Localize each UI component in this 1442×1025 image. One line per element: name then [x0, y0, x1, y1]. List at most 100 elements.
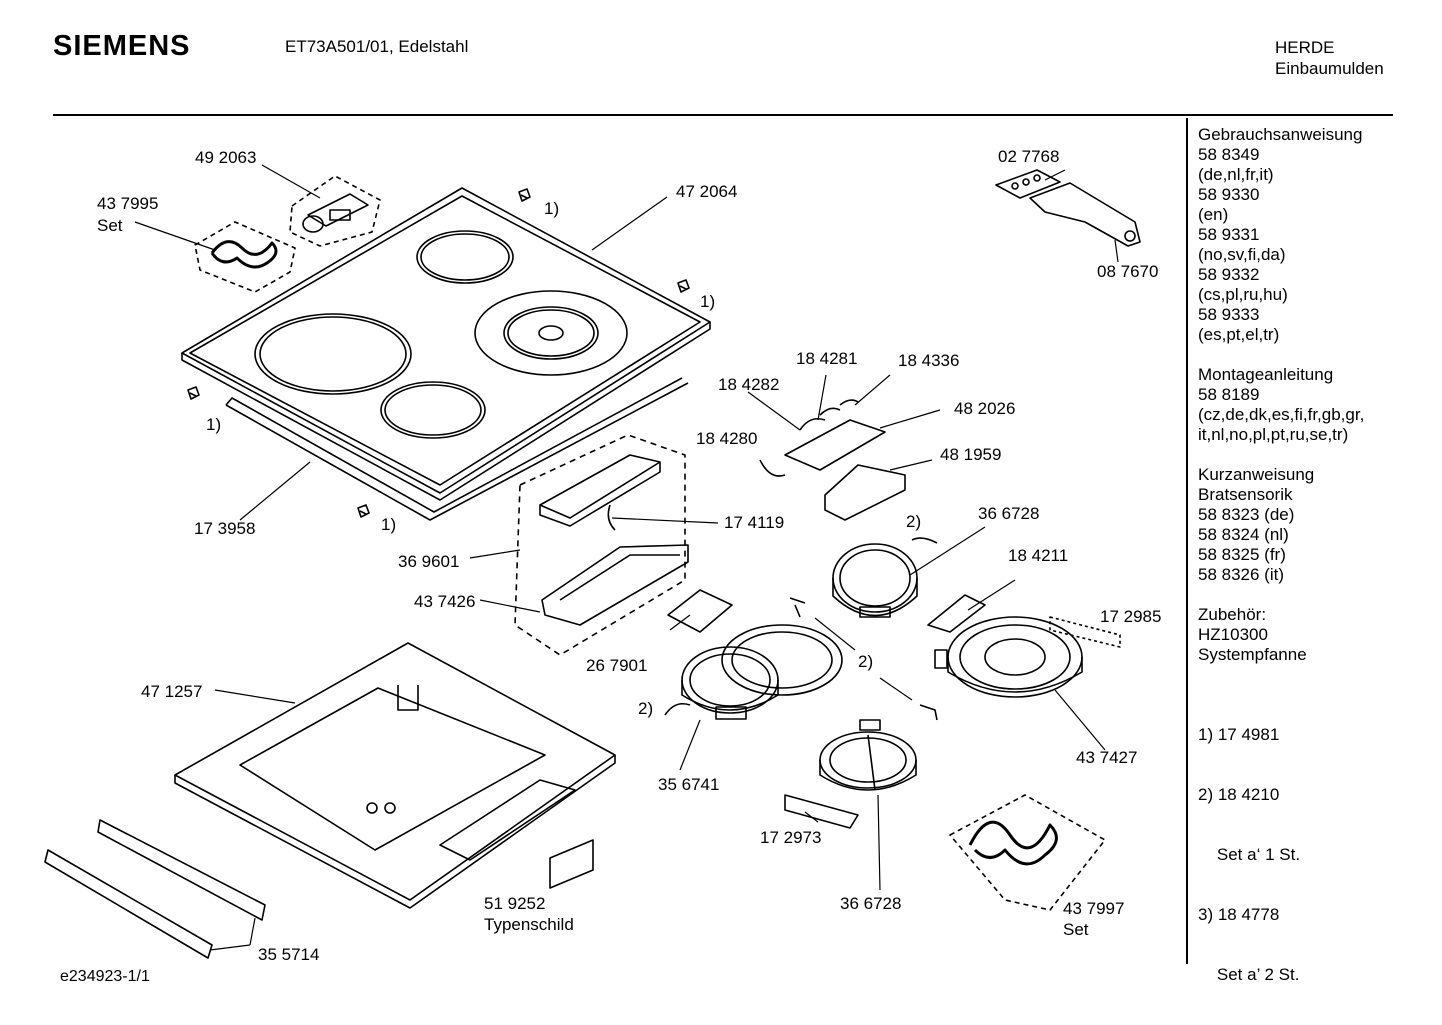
doc-line: Gebrauchsanweisung: [1198, 125, 1363, 144]
category-label: HERDE Einbaumulden: [1275, 37, 1384, 79]
part-label-437997-set: Set: [1063, 920, 1089, 939]
note-label: 2): [906, 512, 921, 531]
part-label-184281: 18 4281: [796, 349, 857, 368]
part-label-174119: 17 4119: [724, 513, 784, 532]
category-line-1: HERDE: [1275, 38, 1335, 57]
wire-set: [949, 794, 1106, 911]
part-label-437427: 43 7427: [1076, 748, 1137, 767]
doc-line: Set a’ 2 St.: [1198, 965, 1300, 984]
part-label-472064: 47 2064: [676, 182, 737, 201]
part-label-typenschild: Typenschild: [484, 915, 574, 934]
part-label-172985: 17 2985: [1100, 607, 1161, 626]
adhesive-strip: [995, 169, 1141, 247]
regulator-icon: [934, 649, 948, 669]
part-label-437995: 43 7995: [97, 194, 158, 213]
drawing-id: e234923-1/1: [60, 968, 150, 985]
part-label-482026: 48 2026: [954, 399, 1015, 418]
control-housing: [541, 544, 689, 626]
doc-line: Systempfanne: [1198, 645, 1307, 664]
doc-line: Montageanleitung: [1198, 365, 1334, 384]
doc-line: 58 9332: [1198, 265, 1260, 284]
clip-icon: [919, 704, 938, 721]
heating-element-right: [947, 616, 1083, 698]
note-label: 1): [700, 292, 715, 311]
part-label-172973: 17 2973: [760, 828, 821, 847]
model-title: ET73A501/01, Edelstahl: [285, 37, 469, 56]
doc-line: 58 9330: [1198, 185, 1260, 204]
header-rule: [53, 114, 1393, 116]
heating-element-top: [832, 543, 918, 618]
note-label: 1): [544, 199, 559, 218]
brand-logo: SIEMENS: [53, 30, 191, 62]
mounting-rail: [97, 819, 266, 921]
doc-line: 58 8189: [1198, 385, 1260, 404]
bottom-tray: [174, 642, 616, 909]
terminal-board: [784, 419, 886, 471]
connector-block: [289, 175, 381, 247]
module-bracket: [667, 589, 733, 633]
clip-icon: [677, 279, 690, 293]
heating-element-dual: [681, 624, 843, 720]
doc-line: 58 9333: [1198, 305, 1260, 324]
doc-line: (es,pt,el,tr): [1198, 325, 1280, 344]
part-label-184282: 18 4282: [718, 375, 779, 394]
part-label-492063: 49 2063: [195, 148, 256, 167]
doc-line: 1) 17 4981: [1198, 725, 1280, 744]
part-label-267901: 26 7901: [586, 656, 647, 675]
mounting-rail: [44, 849, 213, 959]
clip-icon: [911, 537, 938, 544]
part-label-356741: 35 6741: [658, 775, 719, 794]
clip-icon: [664, 702, 691, 716]
part-label-366728: 36 6728: [978, 504, 1039, 523]
wire-set: [194, 221, 296, 293]
doc-line: (en): [1198, 205, 1229, 224]
control-board: [539, 454, 661, 527]
doc-group-accessories: Zubehör: HZ10300 Systempfanne: [1198, 605, 1364, 665]
doc-line: 58 8323 (de): [1198, 505, 1295, 524]
part-label-366728: 36 6728: [840, 894, 901, 913]
clip-icon: [518, 188, 531, 202]
exploded-diagram: 49 2063 43 7995 Set 47 2064 1) 1) 1) 1) …: [44, 147, 1161, 964]
sensor-clip: [927, 594, 986, 633]
bracket-172973: [784, 794, 859, 829]
sensor-wires: [799, 399, 859, 431]
doc-line: 2) 18 4210: [1198, 785, 1280, 804]
bracket-172985: [1049, 616, 1121, 648]
wire-lead: [607, 504, 616, 531]
wire-lead: [759, 459, 786, 477]
doc-line: 58 8349: [1198, 145, 1260, 164]
part-label-087670: 08 7670: [1097, 262, 1158, 281]
doc-line: HZ10300: [1198, 625, 1268, 644]
part-label-173958: 17 3958: [194, 519, 255, 538]
doc-line: Kurzanweisung: [1198, 465, 1315, 484]
part-label-437997: 43 7997: [1063, 899, 1124, 918]
doc-group-short: Kurzanweisung Bratsensorik 58 8323 (de) …: [1198, 465, 1364, 585]
heating-element-bottom: [819, 719, 917, 791]
doc-line: Bratsensorik: [1198, 485, 1293, 504]
doc-line: 58 8324 (nl): [1198, 525, 1289, 544]
cooktop-glass: [181, 187, 711, 501]
note-label: 1): [206, 415, 221, 434]
type-plate: [549, 839, 594, 889]
clip-icon: [789, 597, 806, 618]
note-label: 2): [638, 699, 653, 718]
clip-icon: [187, 386, 200, 400]
sidebar-divider: [1186, 118, 1188, 964]
sidebar-docs: Gebrauchsanweisung 58 8349 (de,nl,fr,it)…: [1198, 125, 1364, 1025]
part-label-184280: 18 4280: [696, 429, 757, 448]
part-label-519252: 51 9252: [484, 894, 545, 913]
doc-group-manual: Gebrauchsanweisung 58 8349 (de,nl,fr,it)…: [1198, 125, 1364, 345]
doc-line: (de,nl,fr,it): [1198, 165, 1274, 184]
part-label-355714: 35 5714: [258, 945, 319, 964]
doc-group-installation: Montageanleitung 58 8189 (cz,de,dk,es,fi…: [1198, 365, 1364, 445]
doc-line: 58 8325 (fr): [1198, 545, 1286, 564]
doc-line: 58 8326 (it): [1198, 565, 1284, 584]
part-label-481959: 48 1959: [940, 445, 1001, 464]
part-label-437426: 43 7426: [414, 592, 475, 611]
doc-line: Set a‘ 1 St.: [1198, 845, 1301, 864]
category-line-2: Einbaumulden: [1275, 59, 1384, 78]
doc-line: Zubehör:: [1198, 605, 1267, 624]
doc-line: 58 9331: [1198, 225, 1260, 244]
terminal-block: [824, 464, 906, 521]
part-label-369601: 36 9601: [398, 552, 459, 571]
